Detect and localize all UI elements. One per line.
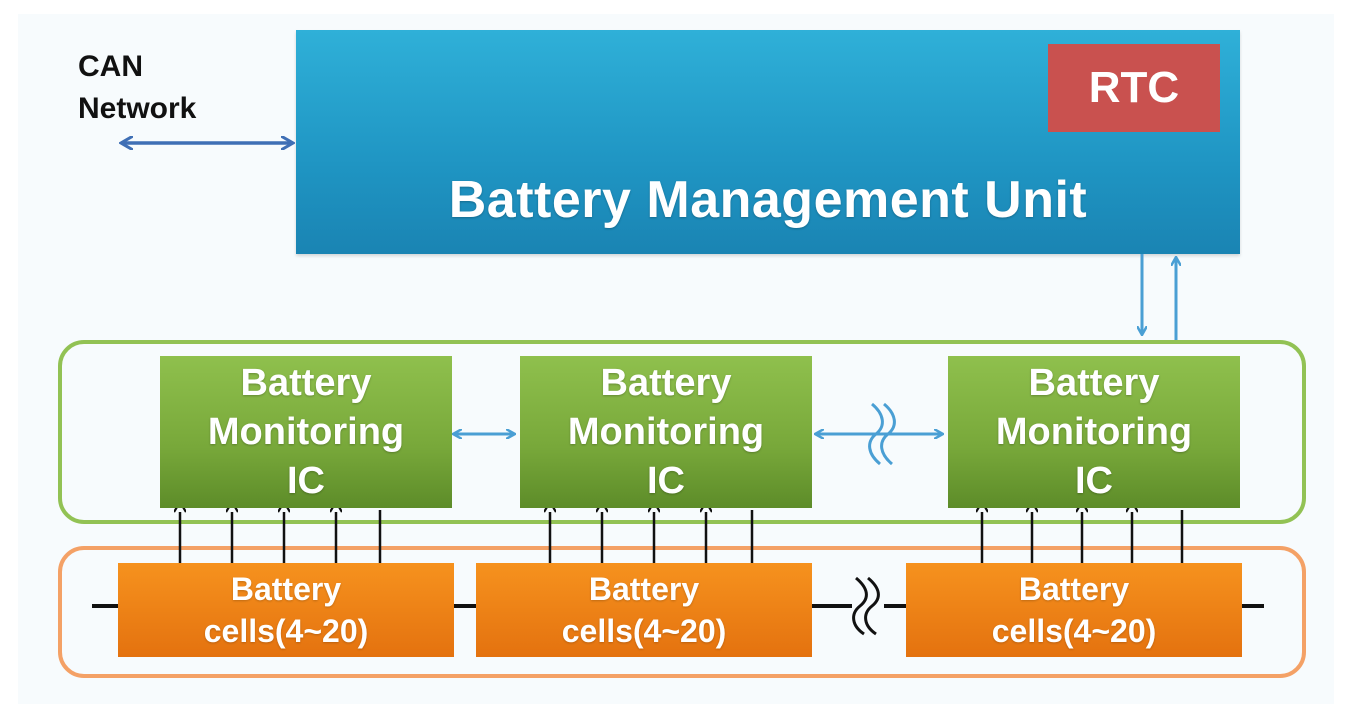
- ic-label-line1: Battery: [1028, 361, 1160, 404]
- battery-cells-3: Battery cells(4~20): [906, 563, 1242, 657]
- ic-label-line3: IC: [647, 459, 685, 502]
- rtc-box: RTC: [1048, 44, 1220, 132]
- battery-cells-2: Battery cells(4~20): [476, 563, 812, 657]
- ic-label-line1: Battery: [240, 361, 372, 404]
- bmu-title: Battery Management Unit: [448, 171, 1088, 229]
- can-network-label: CAN Network: [78, 46, 196, 130]
- cell-label-line1: Battery: [230, 571, 342, 607]
- monitoring-ic-group: [58, 340, 1306, 524]
- ic-label-line2: Monitoring: [995, 410, 1193, 453]
- ic-break-symbol: [868, 402, 896, 466]
- battery-monitoring-ic-2: Battery Monitoring IC: [520, 356, 812, 508]
- cell-break-symbol: [852, 576, 880, 636]
- ic-label-line3: IC: [287, 459, 325, 502]
- cell-label-line1: Battery: [1018, 571, 1130, 607]
- ic-label-line2: Monitoring: [567, 410, 765, 453]
- battery-cells-1: Battery cells(4~20): [118, 563, 454, 657]
- cell-label-line2: cells(4~20): [203, 613, 369, 649]
- battery-monitoring-ic-1: Battery Monitoring IC: [160, 356, 452, 508]
- battery-monitoring-ic-3: Battery Monitoring IC: [948, 356, 1240, 508]
- cell-sense-arrows-3: [982, 510, 1184, 563]
- cell-label-line2: cells(4~20): [561, 613, 727, 649]
- rtc-label: RTC: [1088, 63, 1180, 112]
- ic-label-line3: IC: [1075, 459, 1113, 502]
- cell-label-line2: cells(4~20): [991, 613, 1157, 649]
- battery-cell-group: [58, 546, 1306, 678]
- cell-sense-arrows-1: [180, 510, 382, 563]
- ic-label-line1: Battery: [600, 361, 732, 404]
- cell-sense-arrows-2: [550, 510, 754, 563]
- can-label-line1: CAN: [78, 50, 143, 83]
- cell-label-line1: Battery: [588, 571, 700, 607]
- ic-label-line2: Monitoring: [207, 410, 405, 453]
- can-label-line2: Network: [78, 92, 197, 125]
